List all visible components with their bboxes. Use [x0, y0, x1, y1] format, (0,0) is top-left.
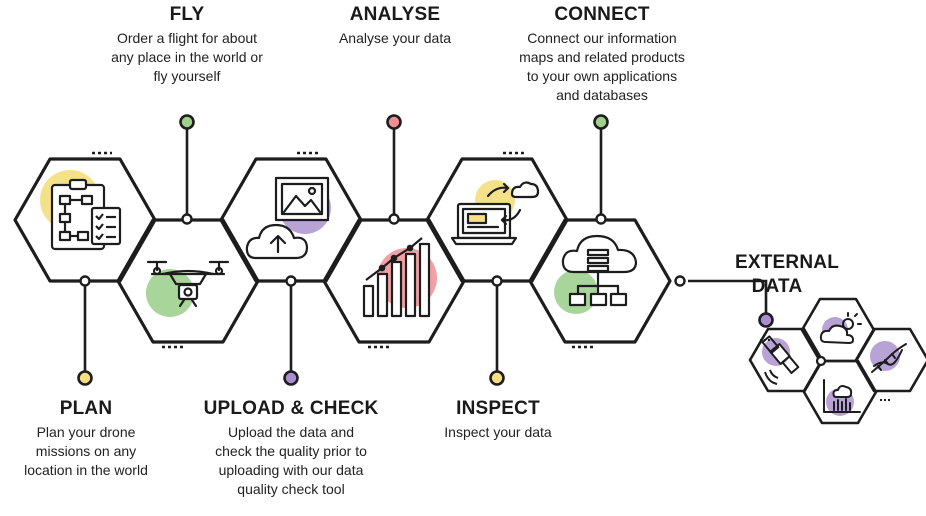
fly-dot: [179, 114, 195, 130]
bar-chart-icon: [362, 237, 431, 318]
plan-label: PLAN Plan your drone missions on any loc…: [0, 398, 172, 480]
upload-desc: Upload the data and check the quality pr…: [215, 424, 367, 497]
terminal-dots: [77, 114, 774, 386]
flowchart-clipboard-icon: [50, 178, 122, 251]
dna-icon: [871, 343, 907, 373]
plan-dot: [77, 370, 93, 386]
upload-label: UPLOAD & CHECK Upload the data and check…: [182, 398, 400, 499]
plan-title: PLAN: [59, 398, 113, 419]
connect-label: CONNECT Connect our information maps and…: [487, 4, 717, 105]
drone-icon: [146, 260, 230, 308]
hex-dots: [92, 151, 594, 349]
analyse-title: ANALYSE: [349, 4, 441, 25]
connect-blob: [554, 270, 598, 314]
connect-dot: [593, 114, 609, 130]
fly-desc: Order a flight for about any place in th…: [111, 30, 263, 84]
laptop-sync-icon: [450, 181, 540, 246]
upload-dot: [283, 370, 299, 386]
cloud-upload-icon: [245, 176, 330, 260]
fly-label: FLY Order a flight for about any place i…: [77, 4, 297, 86]
weather-icon: [819, 312, 862, 344]
inspect-desc: Inspect your data: [444, 424, 552, 440]
ext-junction: [815, 355, 827, 367]
analyse-label: ANALYSE Analyse your data: [300, 4, 490, 48]
inspect-title: INSPECT: [456, 398, 540, 419]
analyse-dot: [386, 114, 402, 130]
fly-title: FLY: [169, 4, 205, 25]
cloud-network-icon: [561, 234, 638, 307]
external-title-line1: EXTERNAL: [735, 252, 839, 273]
external-title-line2: DATA: [751, 276, 803, 297]
external-dot: [758, 312, 774, 328]
connectors: [83, 124, 768, 376]
inspect-label: INSPECT Inspect your data: [415, 398, 581, 442]
plan-desc: Plan your drone missions on any location…: [24, 424, 148, 478]
upload-title: UPLOAD & CHECK: [203, 398, 379, 419]
satellite-icon: [761, 335, 800, 385]
inspect-dot: [489, 370, 505, 386]
junctions: [79, 213, 686, 287]
sensor-chart-icon: [823, 379, 861, 413]
connect-title: CONNECT: [554, 4, 650, 25]
connect-desc: Connect our information maps and related…: [519, 30, 685, 103]
fly-blob: [146, 269, 194, 317]
external-label: EXTERNAL DATA: [712, 251, 862, 299]
analyse-desc: Analyse your data: [338, 30, 452, 46]
